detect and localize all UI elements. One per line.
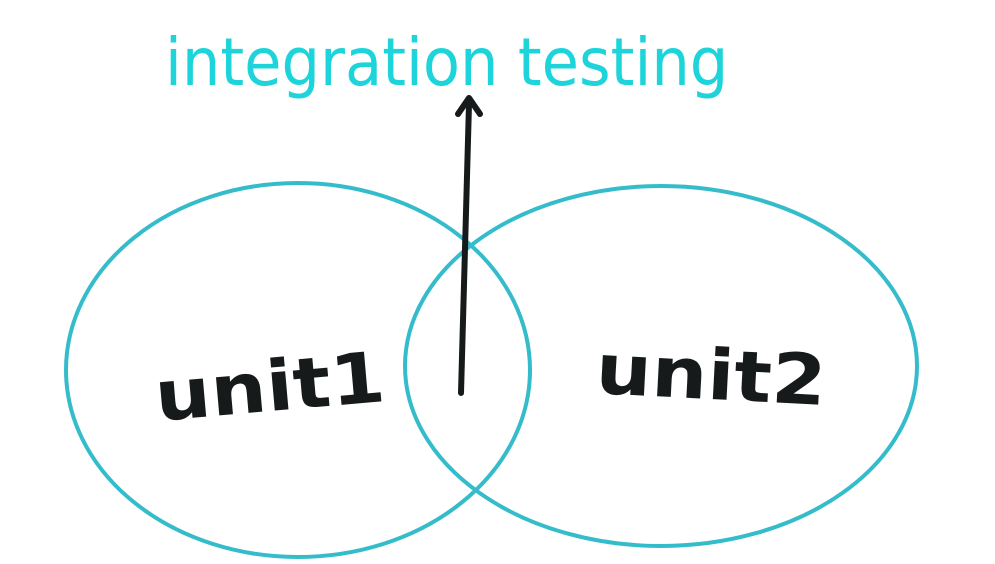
unit1-label: unit1	[151, 336, 389, 438]
arrow-icon	[455, 95, 483, 396]
unit2-ellipse	[403, 184, 919, 548]
unit1-ellipse	[64, 181, 532, 559]
integration-testing-title: integration testing	[165, 24, 729, 101]
unit2-label: unit2	[593, 328, 829, 423]
